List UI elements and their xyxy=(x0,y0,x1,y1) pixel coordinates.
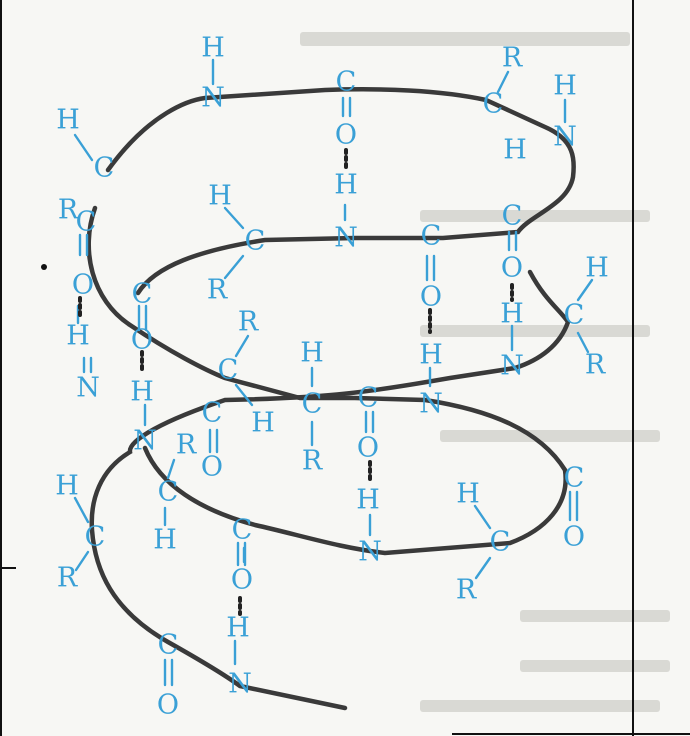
atom-label-r: R xyxy=(57,563,78,594)
background-text-ghost xyxy=(300,32,670,712)
atom-label-c: C xyxy=(94,153,115,184)
atom-label-n: N xyxy=(553,122,577,153)
atom-label-o: O xyxy=(420,282,442,313)
atom-label-r: R xyxy=(585,350,606,381)
atom-label-o: O xyxy=(501,253,523,284)
stray-dot xyxy=(41,264,47,270)
hydrogen-bonds xyxy=(78,148,514,616)
atom-label-c: C xyxy=(564,463,585,494)
atom-label-n: N xyxy=(500,351,524,382)
atom-label-c: C xyxy=(502,201,523,232)
atom-label-o: O xyxy=(231,565,253,596)
atom-label-h: H xyxy=(66,321,90,352)
backbone-turn-1 xyxy=(105,87,576,296)
atom-label-o: O xyxy=(357,433,379,464)
backbone-turn-3 xyxy=(89,269,571,711)
atom-label-n: N xyxy=(201,83,225,114)
atom-label-r: R xyxy=(456,575,477,606)
atom-label-c: C xyxy=(218,355,239,386)
atom-labels: HNCOHNRCHNHHCRCOHNHCRCOHNCOHNHCRCOHNRCHH… xyxy=(55,33,609,721)
atom-label-h: H xyxy=(153,525,177,556)
atom-label-c: C xyxy=(564,300,585,331)
atom-label-c: C xyxy=(358,383,379,414)
atom-label-c: C xyxy=(336,67,357,98)
atom-label-h: H xyxy=(419,340,443,371)
atom-label-r: R xyxy=(302,446,323,477)
atom-label-h: H xyxy=(503,135,527,166)
helix-backbone xyxy=(86,87,576,711)
atom-label-n: N xyxy=(228,669,252,700)
atom-label-n: N xyxy=(358,537,382,568)
atom-label-h: H xyxy=(456,479,480,510)
atom-label-r: R xyxy=(58,195,79,226)
atom-label-o: O xyxy=(131,325,153,356)
atom-label-h: H xyxy=(300,338,324,369)
atom-label-o: O xyxy=(335,120,357,151)
atom-label-o: O xyxy=(563,522,585,553)
atom-label-o: O xyxy=(72,270,94,301)
atom-label-c: C xyxy=(85,522,106,553)
atom-label-c: C xyxy=(158,630,179,661)
atom-label-c: C xyxy=(202,398,223,429)
atom-label-h: H xyxy=(553,71,577,102)
atom-label-n: N xyxy=(419,389,443,420)
atom-label-h: H xyxy=(226,613,250,644)
atom-label-r: R xyxy=(207,275,228,306)
atom-label-n: N xyxy=(76,373,100,404)
atom-label-c: C xyxy=(132,279,153,310)
atom-label-c: C xyxy=(76,207,97,238)
atom-label-n: N xyxy=(133,426,157,457)
atom-label-h: H xyxy=(251,408,275,439)
atom-label-c: C xyxy=(483,89,504,120)
atom-label-r: R xyxy=(238,307,259,338)
atom-label-h: H xyxy=(130,377,154,408)
atom-label-h: H xyxy=(201,33,225,64)
atom-label-o: O xyxy=(201,452,223,483)
atom-label-c: C xyxy=(232,515,253,546)
atom-label-h: H xyxy=(55,471,79,502)
atom-label-n: N xyxy=(334,223,358,254)
atom-label-c: C xyxy=(421,221,442,252)
atom-label-c: C xyxy=(158,477,179,508)
atom-label-r: R xyxy=(176,430,197,461)
atom-label-h: H xyxy=(56,105,80,136)
atom-label-c: C xyxy=(490,527,511,558)
atom-label-h: H xyxy=(334,170,358,201)
atom-label-h: H xyxy=(500,299,524,330)
atom-label-h: H xyxy=(585,253,609,284)
atom-label-c: C xyxy=(302,389,323,420)
atom-label-r: R xyxy=(502,43,523,74)
backbone-turn-2 xyxy=(86,205,568,556)
atom-label-h: H xyxy=(356,485,380,516)
covalent-bonds xyxy=(73,58,594,687)
atom-label-h: H xyxy=(208,181,232,212)
atom-label-c: C xyxy=(245,226,266,257)
atom-label-o: O xyxy=(157,690,179,721)
